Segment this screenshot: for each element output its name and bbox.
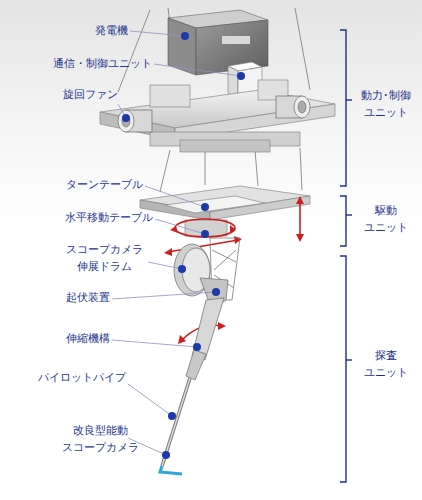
fan-label: 旋回ファン <box>63 87 118 104</box>
group-label: 動力･制御 ユニット <box>354 88 418 121</box>
group-brackets <box>340 30 352 482</box>
drum-label: スコープカメラ 伸展ドラム <box>60 242 148 275</box>
motion-arrows <box>168 200 300 340</box>
control-unit-label: 通信・制御ユニット <box>53 56 152 73</box>
turntable-label: ターンテーブル <box>66 177 143 194</box>
pilot-pipe <box>162 378 190 466</box>
scope-camera <box>160 466 182 474</box>
frame <box>100 80 335 152</box>
generator-label: 発電機 <box>95 23 128 40</box>
table-label: 水平移動テーブル <box>65 210 153 227</box>
pipe-label: パイロットパイプ <box>38 370 126 387</box>
group-label: 駆動 ユニット <box>354 203 418 236</box>
arrow-heads <box>164 196 304 344</box>
camera-label: 改良型能動 スコープカメラ <box>60 423 140 456</box>
luffing-label: 起伏装置 <box>66 290 110 307</box>
generator <box>168 10 268 75</box>
turning-fan <box>118 96 310 132</box>
turn-table <box>140 186 310 236</box>
group-label: 探査 ユニット <box>354 348 418 381</box>
telescopic-label: 伸縮機構 <box>66 331 110 348</box>
